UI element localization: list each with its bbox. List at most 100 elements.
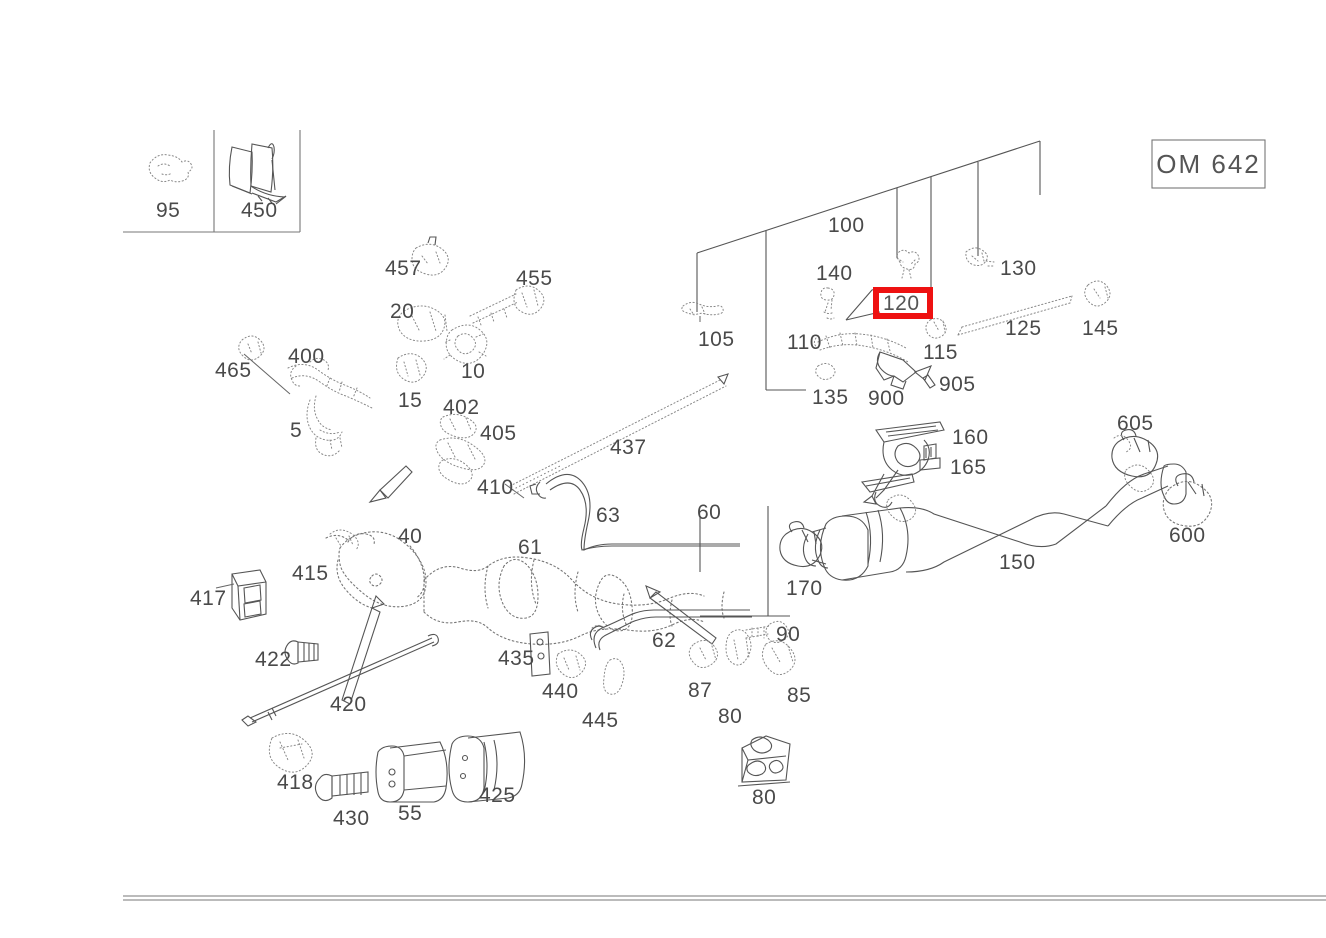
part-145-icon: [1084, 280, 1111, 307]
callout-435: 435: [498, 647, 535, 670]
part-400-icon: [287, 357, 373, 457]
part-440-icon: [555, 649, 586, 678]
callout-20: 20: [390, 300, 415, 323]
part-62-icon: [589, 609, 752, 651]
callout-105: 105: [698, 328, 735, 351]
callout-63: 63: [596, 504, 621, 527]
part-130-icon: [965, 247, 996, 267]
callout-440: 440: [542, 680, 579, 703]
part-415b-icon: [341, 594, 386, 705]
part-55-icon: [375, 741, 448, 803]
callout-115: 115: [923, 341, 958, 364]
callout-600: 600: [1169, 524, 1206, 547]
callout-417: 417: [190, 587, 227, 610]
part-80-screw-icon: [725, 629, 752, 666]
callout-90: 90: [776, 623, 801, 646]
legend-icon-450: [228, 143, 287, 205]
callout-905: 905: [939, 373, 976, 396]
part-905-icon: [913, 365, 936, 389]
callout-418: 418: [277, 771, 314, 794]
part-417-icon: [215, 569, 267, 621]
part-170-icon: [779, 521, 823, 568]
part-465-icon: [238, 335, 291, 395]
part-105-icon: [681, 301, 724, 316]
part-600-icon: [1162, 473, 1213, 527]
legend-frame: [123, 130, 301, 233]
callout-437: 437: [610, 436, 647, 459]
part-410-icon: [438, 458, 561, 499]
part-420-icon: [241, 633, 439, 727]
callout-415: 415: [292, 562, 329, 585]
engine-badge: OM 642: [1152, 140, 1265, 188]
part-90-icon: [745, 620, 790, 644]
callout-10: 10: [461, 360, 486, 383]
part-15-icon: [396, 353, 427, 383]
engine-badge-frame: [1151, 139, 1266, 189]
callout-605: 605: [1117, 412, 1154, 435]
callout-145: 145: [1082, 317, 1119, 340]
callout-60: 60: [697, 501, 722, 524]
part-900-icon: [875, 351, 917, 390]
callout-165: 165: [950, 456, 987, 479]
callout-455: 455: [516, 267, 553, 290]
callout-402: 402: [443, 396, 480, 419]
callout-160: 160: [952, 426, 989, 449]
callout-110: 110: [787, 331, 822, 354]
part-415-icon: [368, 465, 413, 503]
legend-number-95: 95: [156, 199, 181, 222]
part-425-icon: [448, 731, 526, 803]
part-160-icon: [860, 421, 945, 508]
part-437-icon: [509, 373, 729, 495]
callout-465: 465: [215, 359, 252, 382]
callout-130: 130: [1000, 257, 1037, 280]
part-85-icon: [762, 640, 796, 675]
callout-400: 400: [288, 345, 325, 368]
part-87-icon: [688, 640, 718, 668]
callout-100: 100: [828, 214, 865, 237]
part-115-icon: [925, 318, 947, 339]
part-405-icon: [435, 437, 486, 471]
callout-80: 80: [718, 705, 743, 728]
callout-457: 457: [385, 257, 422, 280]
callout-87: 87: [688, 679, 713, 702]
group-100-bracket: [696, 140, 1041, 391]
callout-900: 900: [868, 387, 905, 410]
callout-422: 422: [255, 648, 292, 671]
callout-410: 410: [477, 476, 514, 499]
part-60-bracket: [699, 506, 790, 617]
part-10-icon: [443, 324, 488, 364]
part-418-icon: [268, 733, 313, 773]
engine-badge-text: OM 642: [1156, 148, 1261, 179]
part-135-icon: [815, 363, 836, 380]
bottom-rule: [123, 895, 1326, 901]
part-455-icon: [469, 285, 545, 326]
part-435-icon: [529, 631, 551, 677]
callout-170: 170: [786, 577, 823, 600]
callout-405: 405: [480, 422, 517, 445]
legend-number-450: 450: [241, 199, 278, 222]
part-605-icon: [1111, 429, 1159, 478]
callout-62: 62: [652, 629, 677, 652]
part-61-icon: [423, 556, 725, 645]
legend-icon-95: [148, 154, 193, 183]
callout-40: 40: [398, 525, 423, 548]
highlight-part-number: 120: [883, 292, 920, 315]
callout-55: 55: [398, 802, 423, 825]
part-445-icon: [603, 658, 625, 695]
part-20-icon: [397, 305, 448, 342]
part-430-icon: [314, 771, 369, 802]
part-457-icon: [411, 236, 449, 276]
callout-61: 61: [518, 536, 543, 559]
part-125-icon: [957, 295, 1073, 336]
part-63-icon: [529, 473, 740, 551]
part-110-icon: [813, 332, 909, 363]
highlight-box-part-120[interactable]: [873, 287, 933, 319]
callout-140: 140: [816, 262, 853, 285]
part-165-icon: [919, 443, 941, 471]
callout-15: 15: [398, 389, 423, 412]
callout-445: 445: [582, 709, 619, 732]
callout-135: 135: [812, 386, 849, 409]
part-140-icon: [820, 287, 835, 320]
